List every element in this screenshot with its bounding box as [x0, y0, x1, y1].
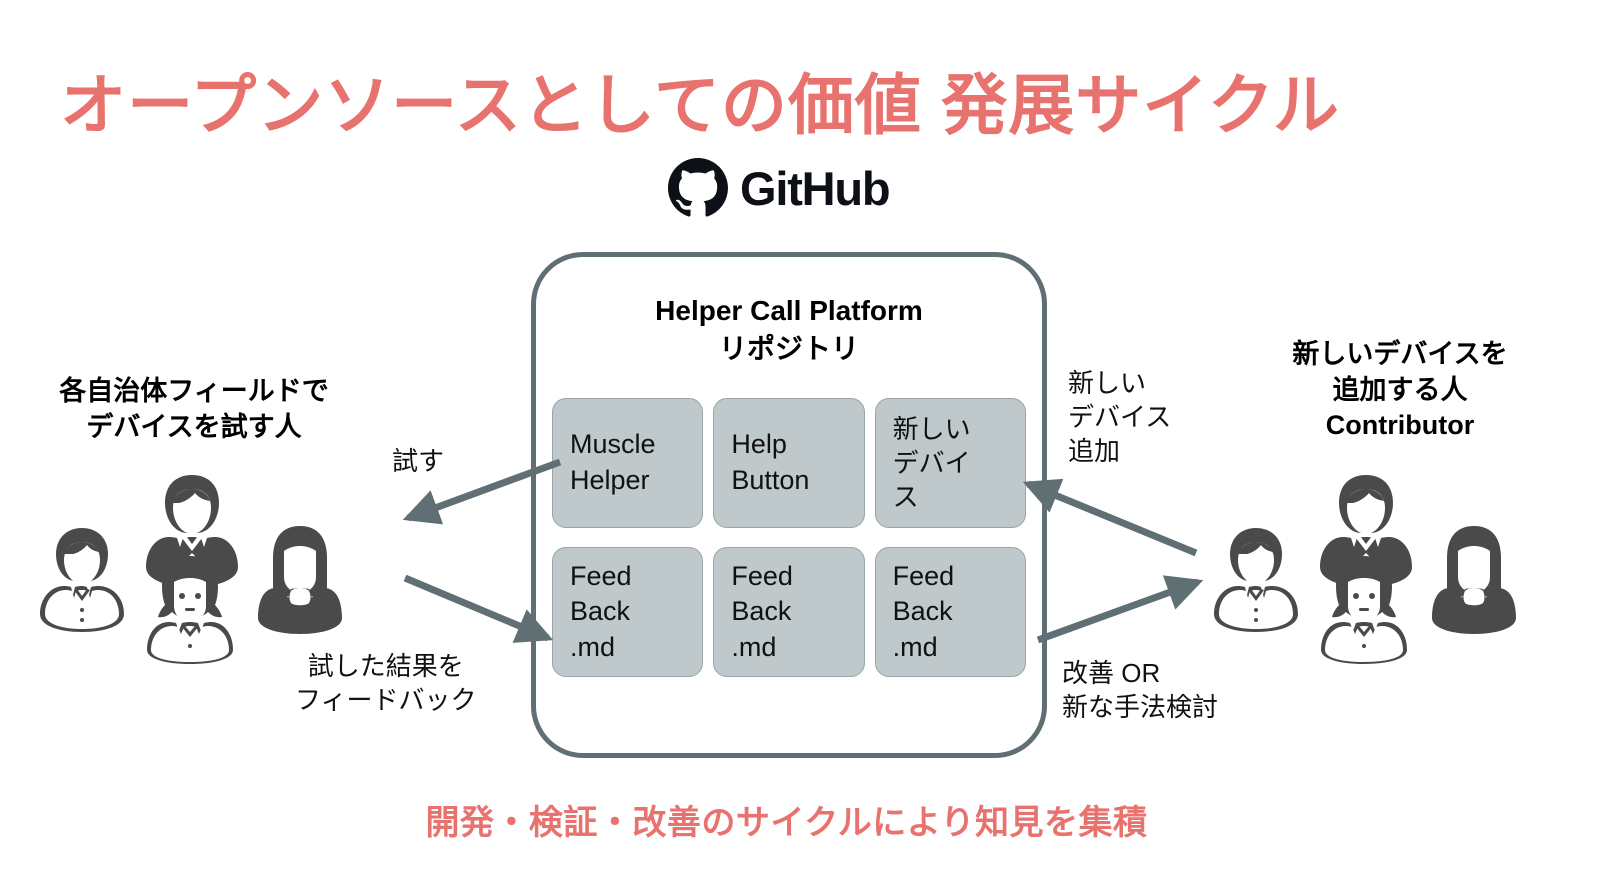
arrow-label-feedback: 試した結果を フィードバック: [295, 651, 477, 715]
repo-item-muscle-helper[interactable]: Muscle Helper: [552, 398, 704, 528]
repo-item-feedback-md-1[interactable]: Feed Back .md: [552, 547, 704, 677]
person-girl-icon: [142, 552, 238, 669]
repo-item-help-button[interactable]: Help Button: [713, 398, 865, 528]
repo-item-feedback-md-3[interactable]: Feed Back .md: [874, 547, 1026, 677]
left-people-group: [30, 462, 360, 664]
arrow-label-improve: 改善 OR 新な手法検討: [1062, 658, 1219, 722]
arrow-label-add-device: 新しい デバイス 追加: [1068, 368, 1172, 466]
person-boy-icon: [1212, 522, 1300, 639]
arrow-label-try: 試す: [392, 446, 445, 476]
person-boy-icon: [38, 522, 126, 639]
github-wordmark: GitHub: [740, 161, 891, 215]
repository-items-row-bottom: Feed Back .md Feed Back .md Feed Back .m…: [552, 547, 1026, 677]
page-title: オープンソースとしての価値 発展サイクル: [60, 68, 1340, 142]
person-woman-icon: [1432, 524, 1516, 639]
arrow-feedback: [403, 574, 554, 643]
repo-item-feedback-md-2[interactable]: Feed Back .md: [713, 547, 865, 677]
repository-title: Helper Call Platform リポジトリ: [531, 292, 1047, 368]
repository-name-jp: リポジトリ: [718, 332, 859, 364]
arrow-add-device: [1022, 478, 1198, 557]
right-group-heading: 新しいデバイスを 追加する人 Contributor: [1292, 339, 1508, 441]
github-logo: GitHub: [668, 158, 891, 218]
github-octocat-icon: [668, 158, 728, 218]
repo-item-new-device[interactable]: 新しい デバイ ス: [874, 398, 1026, 528]
footer-caption: 開発・検証・改善のサイクルにより知見を集積: [425, 804, 1148, 842]
spellcheck-squiggle-icon: [746, 325, 832, 332]
repository-items-grid: Muscle Helper Help Button 新しい デバイ ス Feed…: [552, 398, 1026, 677]
left-group-heading: 各自治体フィールドで デバイスを試す人: [59, 376, 329, 442]
right-people-group: [1204, 462, 1534, 664]
person-woman-icon: [258, 524, 342, 639]
person-girl-icon: [1316, 552, 1412, 669]
repository-items-row-top: Muscle Helper Help Button 新しい デバイ ス: [552, 398, 1026, 528]
repository-name-en: Helper Call Platform: [655, 295, 923, 326]
arrow-improve: [1036, 575, 1204, 644]
